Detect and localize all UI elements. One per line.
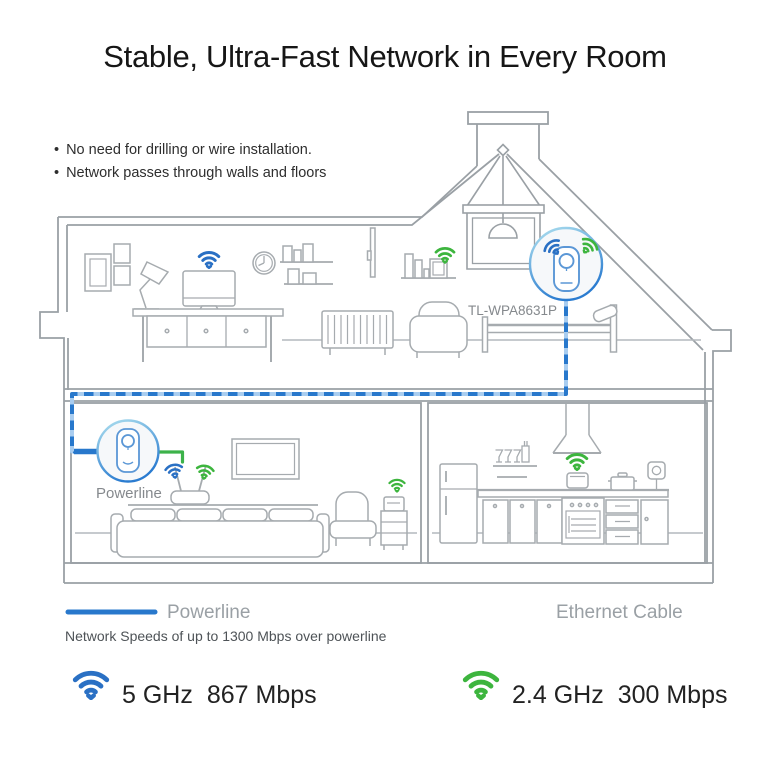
- adapter-powerline-label: Powerline: [96, 485, 162, 502]
- radiator: [321, 310, 394, 355]
- living-room-upper: [84, 243, 394, 362]
- page-title: Stable, Ultra-Fast Network in Every Room: [103, 39, 667, 74]
- wall-outlet: [647, 461, 666, 490]
- armchair-lower: [329, 491, 377, 546]
- cabinet-doors: [482, 499, 563, 544]
- smart-speaker: [566, 472, 589, 489]
- right-wall: [704, 329, 732, 583]
- counter: [477, 488, 669, 498]
- legend-powerline-label: Powerline: [167, 602, 251, 623]
- legend-ethernet-label: Ethernet Cable: [556, 602, 683, 623]
- feature-item: • No need for drilling or wire installati…: [54, 139, 326, 162]
- sofa: [110, 504, 330, 558]
- wall-frame: [462, 204, 545, 270]
- band-name: 2.4 GHz: [512, 681, 604, 709]
- powerline-adapter-icon: [116, 428, 140, 473]
- floor-slab: [64, 388, 713, 402]
- cooking-pot: [608, 472, 637, 491]
- powerline-adapter-icon: [553, 246, 580, 292]
- feature-text: No need for drilling or wire installatio…: [66, 142, 312, 158]
- armchair-upper: [409, 301, 468, 358]
- sideboard: [132, 308, 284, 362]
- band-name: 5 GHz: [122, 681, 193, 709]
- computer-monitor: [182, 270, 236, 312]
- attic-shelf: [401, 253, 456, 279]
- kitchen: [439, 404, 669, 545]
- adapter-model-label: TL-WPA8631P: [468, 303, 558, 318]
- lower-left-room: [110, 438, 408, 558]
- router: [170, 464, 210, 505]
- wall-shelves: [280, 243, 333, 285]
- nightstand-device: [380, 496, 408, 550]
- picture-frames: [84, 243, 131, 292]
- feature-text: Network passes through walls and floors: [66, 164, 327, 181]
- desk-lamp: [134, 261, 170, 310]
- wifi-icon: [565, 452, 589, 471]
- tv: [231, 438, 300, 480]
- roof-apex-diamond: [496, 143, 510, 157]
- band-speed: 300 Mbps: [617, 681, 728, 709]
- wifi-icon: [197, 250, 221, 269]
- roof: [58, 153, 713, 351]
- bed: [481, 304, 618, 353]
- house-structure: [39, 111, 732, 584]
- wall-mirror: [366, 227, 376, 278]
- left-wall: [39, 217, 69, 583]
- pendant-lamp: [488, 223, 518, 239]
- wifi-band-24ghz: 2.4 GHz 300 Mbps: [512, 681, 728, 710]
- feature-list: • No need for drilling or wire installati…: [54, 139, 326, 184]
- ethernet-cable: [156, 450, 185, 464]
- fridge: [439, 463, 478, 544]
- adapter-circle-bottom: [96, 419, 160, 483]
- chimney: [467, 111, 549, 166]
- band-speed: 867 Mbps: [206, 681, 317, 709]
- wifi-icon: [388, 478, 406, 493]
- wifi-icon: [163, 462, 185, 481]
- glass-shelf: [493, 441, 537, 478]
- feature-item: • Network passes through walls and floors: [54, 162, 326, 185]
- bullet-icon: •: [54, 164, 60, 181]
- bedroom-upper: [366, 227, 618, 358]
- drawer-stack: [605, 499, 669, 545]
- wifi-icon: [465, 673, 497, 698]
- extractor-hood: [552, 404, 602, 454]
- adapter-circle-top: [528, 226, 604, 302]
- wifi-icon: [75, 673, 107, 698]
- attic-decor: [462, 143, 545, 270]
- bullet-icon: •: [54, 142, 60, 158]
- foundation: [64, 562, 713, 584]
- legend-powerline-note: Network Speeds of up to 1300 Mbps over p…: [65, 628, 387, 644]
- oven: [561, 497, 605, 545]
- wall-clock: [252, 251, 276, 275]
- powerline-cable: [70, 300, 568, 455]
- wifi-band-5ghz: 5 GHz 867 Mbps: [122, 681, 317, 710]
